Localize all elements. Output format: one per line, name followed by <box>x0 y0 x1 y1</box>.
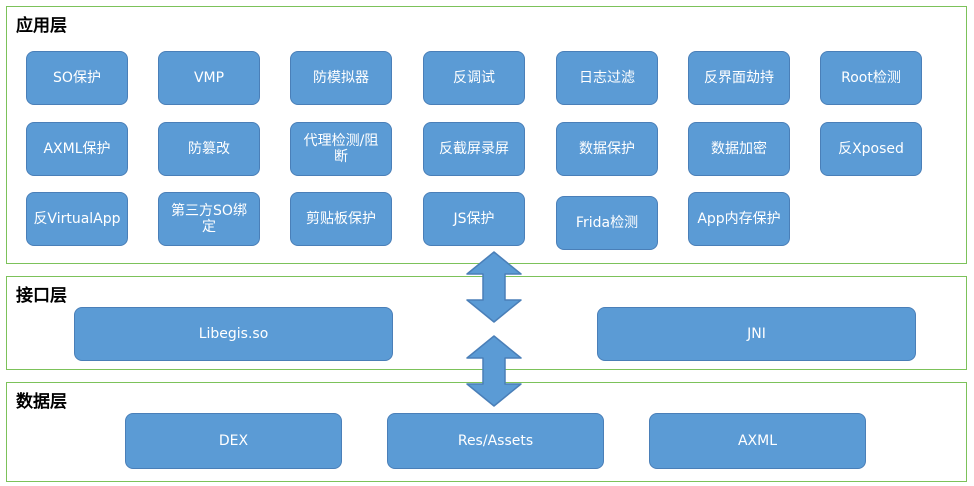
interface-item-jni: JNI <box>597 307 916 361</box>
app-item-so-protection: SO保护 <box>26 51 128 105</box>
data-item-dex: DEX <box>125 413 342 469</box>
interface-item-libegis: Libegis.so <box>74 307 393 361</box>
app-item-data-protection: 数据保护 <box>556 122 658 176</box>
data-item-axml: AXML <box>649 413 866 469</box>
application-layer-title: 应用层 <box>16 16 67 36</box>
app-item-root-detection: Root检测 <box>820 51 922 105</box>
app-item-anti-tamper: 防篡改 <box>158 122 260 176</box>
app-item-data-encryption: 数据加密 <box>688 122 790 176</box>
app-item-anti-xposed: 反Xposed <box>820 122 922 176</box>
data-item-res-assets: Res/Assets <box>387 413 604 469</box>
app-item-axml-protection: AXML保护 <box>26 122 128 176</box>
application-layer: 应用层 SO保护 VMP 防模拟器 反调试 日志过滤 反界面劫持 Root检测 … <box>6 6 967 264</box>
interface-layer-title: 接口层 <box>16 286 67 306</box>
app-item-anti-ui-hijack: 反界面劫持 <box>688 51 790 105</box>
app-item-js-protection: JS保护 <box>423 192 525 246</box>
app-item-memory-protection: App内存保护 <box>688 192 790 246</box>
double-arrow-icon <box>466 251 522 323</box>
app-item-anti-screen-capture: 反截屏录屏 <box>423 122 525 176</box>
data-layer-title: 数据层 <box>16 392 67 412</box>
app-item-vmp: VMP <box>158 51 260 105</box>
app-item-frida-detection: Frida检测 <box>556 196 658 250</box>
app-item-clipboard-protection: 剪贴板保护 <box>290 192 392 246</box>
app-item-proxy-detection: 代理检测/阻断 <box>290 122 392 176</box>
data-layer: 数据层 DEX Res/Assets AXML <box>6 382 967 482</box>
app-item-anti-debug: 反调试 <box>423 51 525 105</box>
app-item-anti-virtualapp: 反VirtualApp <box>26 192 128 246</box>
app-item-third-party-so-binding: 第三方SO绑定 <box>158 192 260 246</box>
double-arrow-icon <box>466 335 522 407</box>
app-item-anti-emulator: 防模拟器 <box>290 51 392 105</box>
app-item-log-filter: 日志过滤 <box>556 51 658 105</box>
